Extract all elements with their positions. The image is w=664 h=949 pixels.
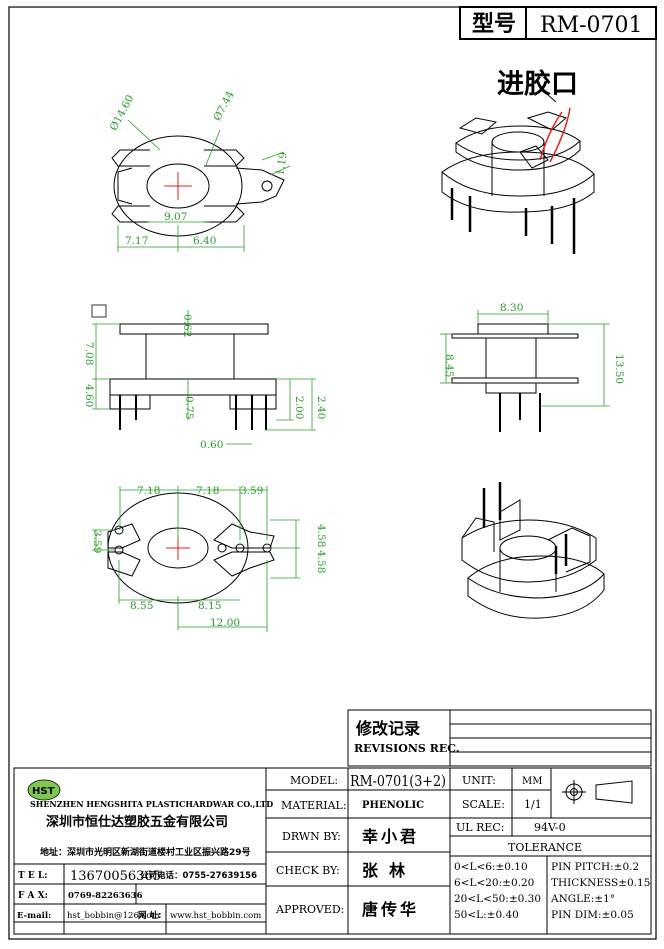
ul-label: UL REC: xyxy=(456,821,505,834)
model-header: 型号 RM-0701 xyxy=(459,6,657,40)
drawn-label: DRWN BY: xyxy=(282,830,341,843)
approved-label: APPROVED: xyxy=(275,903,344,916)
scale-value: 1/1 xyxy=(524,798,542,811)
side-view xyxy=(451,323,579,432)
company-address: 地址：深圳市光明区新湖街道楼村工业区振兴路29号 xyxy=(40,846,251,858)
fax-label: F A X: xyxy=(18,891,48,901)
dim-label: 4.60 xyxy=(83,384,95,407)
dim-label: 8.15 xyxy=(198,600,221,612)
dim-label: 3.59 xyxy=(91,530,103,553)
model-code: RM-0701 xyxy=(540,13,643,38)
company-name-en: SHENZHEN HENGSHITA PLASTICHARDWAR CO.,LT… xyxy=(30,799,273,809)
model-value: RM-0701(3+2) xyxy=(350,772,446,790)
spec-row: THICKNESS±0.15 xyxy=(551,877,650,889)
gate-arrow xyxy=(547,94,557,103)
dim-label: 13.50 xyxy=(613,354,625,384)
dim-label: 4.58 xyxy=(315,524,327,547)
company-phone: 公司电话：0755-27639156 xyxy=(140,870,257,881)
revision-title-cn: 修改记录 xyxy=(355,719,420,738)
check-label: CHECK BY: xyxy=(276,864,340,877)
bottom-view xyxy=(107,492,275,604)
dim-label: 1.19 xyxy=(274,151,289,176)
check-value: 张 林 xyxy=(362,861,405,880)
tolerance-row: 0<L<6:±0.10 xyxy=(454,861,528,873)
dim-label: 2.40 xyxy=(315,396,327,419)
spec-row: PIN PITCH:±0.2 xyxy=(551,861,639,873)
side-view-labels: 8.30 8.45 13.50 xyxy=(443,302,625,384)
dim-label: Ø7.44 xyxy=(211,89,237,123)
dim-label: 3.59 xyxy=(240,485,263,497)
model-label: MODEL: xyxy=(290,774,338,787)
front-view xyxy=(91,304,277,430)
dim-label: 7.18 xyxy=(137,485,160,497)
top-view-dimensions xyxy=(117,119,291,252)
top-view xyxy=(111,135,285,237)
iso-view-top xyxy=(441,111,595,254)
dim-label: 0.62 xyxy=(181,314,193,337)
type-label: 型号 xyxy=(472,12,516,37)
email-value: hst_bobbin@126.com xyxy=(67,911,160,921)
dim-label: Ø14.60 xyxy=(108,93,137,133)
dim-label: 0.75 xyxy=(183,396,195,419)
gate-wire xyxy=(539,107,571,163)
projection-symbol xyxy=(562,780,633,804)
svg-text:HST: HST xyxy=(32,786,55,797)
unit-label: UNIT: xyxy=(462,774,496,787)
dim-label: 7.17 xyxy=(125,235,148,247)
title-block xyxy=(265,767,652,935)
approved-value: 唐传华 xyxy=(362,900,419,919)
dim-label: 0.60 xyxy=(200,439,223,451)
tolerance-row: 20<L<50:±0.30 xyxy=(454,893,541,905)
side-view-dimensions xyxy=(440,310,610,407)
material-label: MATERIAL: xyxy=(281,799,347,812)
email-label: E-mail: xyxy=(17,911,51,921)
tolerance-title: TOLERANCE xyxy=(508,841,582,854)
dim-label: 6.40 xyxy=(193,235,216,247)
dim-label: 7.08 xyxy=(83,342,95,365)
drawn-value: 幸小君 xyxy=(362,827,419,846)
material-value: PHENOLIC xyxy=(362,800,424,811)
spec-row: ANGLE:±1° xyxy=(550,893,615,905)
fax-value: 0769-82263636 xyxy=(68,891,143,901)
dim-label: 4.58 xyxy=(315,550,327,573)
dim-label: 12.00 xyxy=(210,617,240,629)
revision-block xyxy=(347,709,652,767)
company-block xyxy=(13,767,267,935)
dim-label: 8.55 xyxy=(130,600,153,612)
ul-value: 94V-0 xyxy=(534,821,566,834)
unit-value: MM xyxy=(522,776,542,787)
dim-label: 2.00 xyxy=(293,396,305,419)
gate-label: 进胶口 xyxy=(497,68,578,100)
dim-label: 8.45 xyxy=(443,354,455,377)
iso-view-bottom xyxy=(461,482,605,619)
web-label: 网 址: xyxy=(138,910,161,921)
dim-label: 7.18 xyxy=(196,485,219,497)
dim-label: 9.07 xyxy=(164,211,187,223)
tel-label: T E L: xyxy=(18,871,47,881)
web-value: www.hst_bobbin.com xyxy=(170,911,261,921)
sheet-border xyxy=(8,6,657,940)
bottom-view-dimensions xyxy=(92,486,300,632)
company-name-cn: 深圳市恒仕达塑胶五金有限公司 xyxy=(46,814,228,830)
front-view-dimensions xyxy=(92,310,316,445)
dim-label: 8.30 xyxy=(500,302,523,314)
revision-title-en: REVISIONS REC. xyxy=(354,742,460,755)
spec-row: PIN DIM:±0.05 xyxy=(551,909,634,921)
tolerance-row: 6<L<20:±0.20 xyxy=(454,877,534,889)
scale-label: SCALE: xyxy=(462,798,505,811)
tolerance-row: 50<L:±0.40 xyxy=(454,909,519,921)
front-view-labels: 0.62 7.08 4.60 0.75 2.00 2.40 0.60 xyxy=(83,314,327,451)
company-logo: HST xyxy=(27,779,61,801)
tel-value: 13670056365 xyxy=(70,869,161,884)
bottom-view-labels: 7.18 7.18 3.59 3.59 4.58 4.58 8.55 8.15 … xyxy=(91,485,327,629)
